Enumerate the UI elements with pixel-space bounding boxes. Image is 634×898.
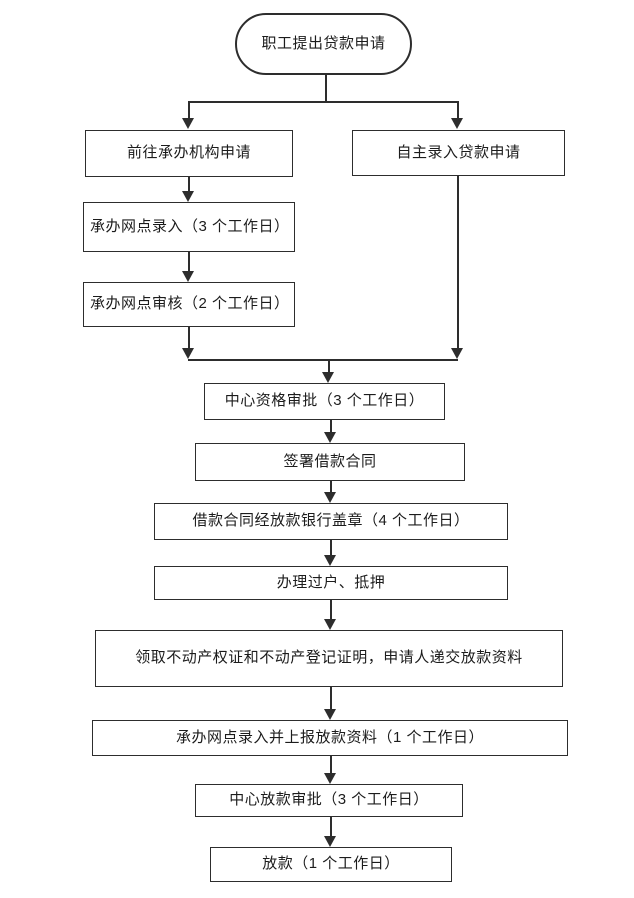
node-receive-certificates-label: 领取不动产权证和不动产登记证明，申请人递交放款资料 [135,649,523,667]
node-outlet-review: 承办网点审核（2 个工作日） [83,282,295,327]
connector-split-left-line [188,101,190,118]
node-start-label: 职工提出贷款申请 [261,34,386,52]
arrowhead-transfer-to-certificates [324,619,336,630]
arrowhead-certificates-to-report [324,709,336,720]
node-transfer-mortgage-label: 办理过户、抵押 [276,573,386,591]
arrowhead-split-left [182,118,194,129]
arrowhead-merge-drop [322,372,334,383]
connector-contract-to-stamp [330,481,332,492]
node-center-loan-approval: 中心放款审批（3 个工作日） [195,784,463,817]
connector-split-horizontal [188,101,458,103]
connector-approval-to-contract [330,420,332,432]
arrowhead-split-right [451,118,463,129]
connector-selfentry-to-merge [457,176,459,348]
connector-stamp-to-transfer [330,540,332,555]
node-sign-contract: 签署借款合同 [195,443,465,481]
connector-start-drop [325,75,327,102]
node-bank-stamp: 借款合同经放款银行盖章（4 个工作日） [154,503,508,540]
node-center-loan-approval-label: 中心放款审批（3 个工作日） [229,791,429,809]
arrowhead-review-to-merge [182,348,194,359]
node-disbursement: 放款（1 个工作日） [210,847,452,882]
arrowhead-report-to-loan-approval [324,773,336,784]
connector-entry-to-review [188,252,190,271]
node-center-qualification-approval-label: 中心资格审批（3 个工作日） [224,392,425,410]
connector-agency-to-entry [188,177,190,191]
arrowhead-approval-to-contract [324,432,336,443]
connector-transfer-to-certificates [330,600,332,619]
connector-certificates-to-report [330,687,332,709]
node-self-entry: 自主录入贷款申请 [352,130,565,176]
connector-approval-to-disbursement [330,817,332,836]
node-outlet-entry-label: 承办网点录入（3 个工作日） [90,217,290,235]
connector-report-to-loan-approval [330,756,332,773]
node-outlet-report-materials-label: 承办网点录入并上报放款资料（1 个工作日） [175,728,484,746]
node-apply-at-agency: 前往承办机构申请 [85,130,293,177]
node-disbursement-label: 放款（1 个工作日） [262,855,400,873]
node-bank-stamp-label: 借款合同经放款银行盖章（4 个工作日） [192,512,470,530]
node-start: 职工提出贷款申请 [235,13,412,75]
arrowhead-approval-to-disbursement [324,836,336,847]
node-outlet-review-label: 承办网点审核（2 个工作日） [90,295,290,313]
arrowhead-entry-to-review [182,271,194,282]
node-receive-certificates: 领取不动产权证和不动产登记证明，申请人递交放款资料 [95,630,563,687]
node-center-qualification-approval: 中心资格审批（3 个工作日） [204,383,445,420]
connector-review-to-merge [188,327,190,348]
node-apply-at-agency-label: 前往承办机构申请 [126,144,251,162]
node-outlet-report-materials: 承办网点录入并上报放款资料（1 个工作日） [92,720,568,756]
connector-merge-drop [328,360,330,372]
connector-merge-horizontal [188,359,458,361]
arrowhead-selfentry-to-merge [451,348,463,359]
node-outlet-entry: 承办网点录入（3 个工作日） [83,202,295,252]
node-sign-contract-label: 签署借款合同 [283,452,377,470]
node-self-entry-label: 自主录入贷款申请 [396,143,521,161]
connector-split-right-line [457,101,459,118]
arrowhead-contract-to-stamp [324,492,336,503]
node-transfer-mortgage: 办理过户、抵押 [154,566,508,600]
arrowhead-stamp-to-transfer [324,555,336,566]
arrowhead-agency-to-entry [182,191,194,202]
